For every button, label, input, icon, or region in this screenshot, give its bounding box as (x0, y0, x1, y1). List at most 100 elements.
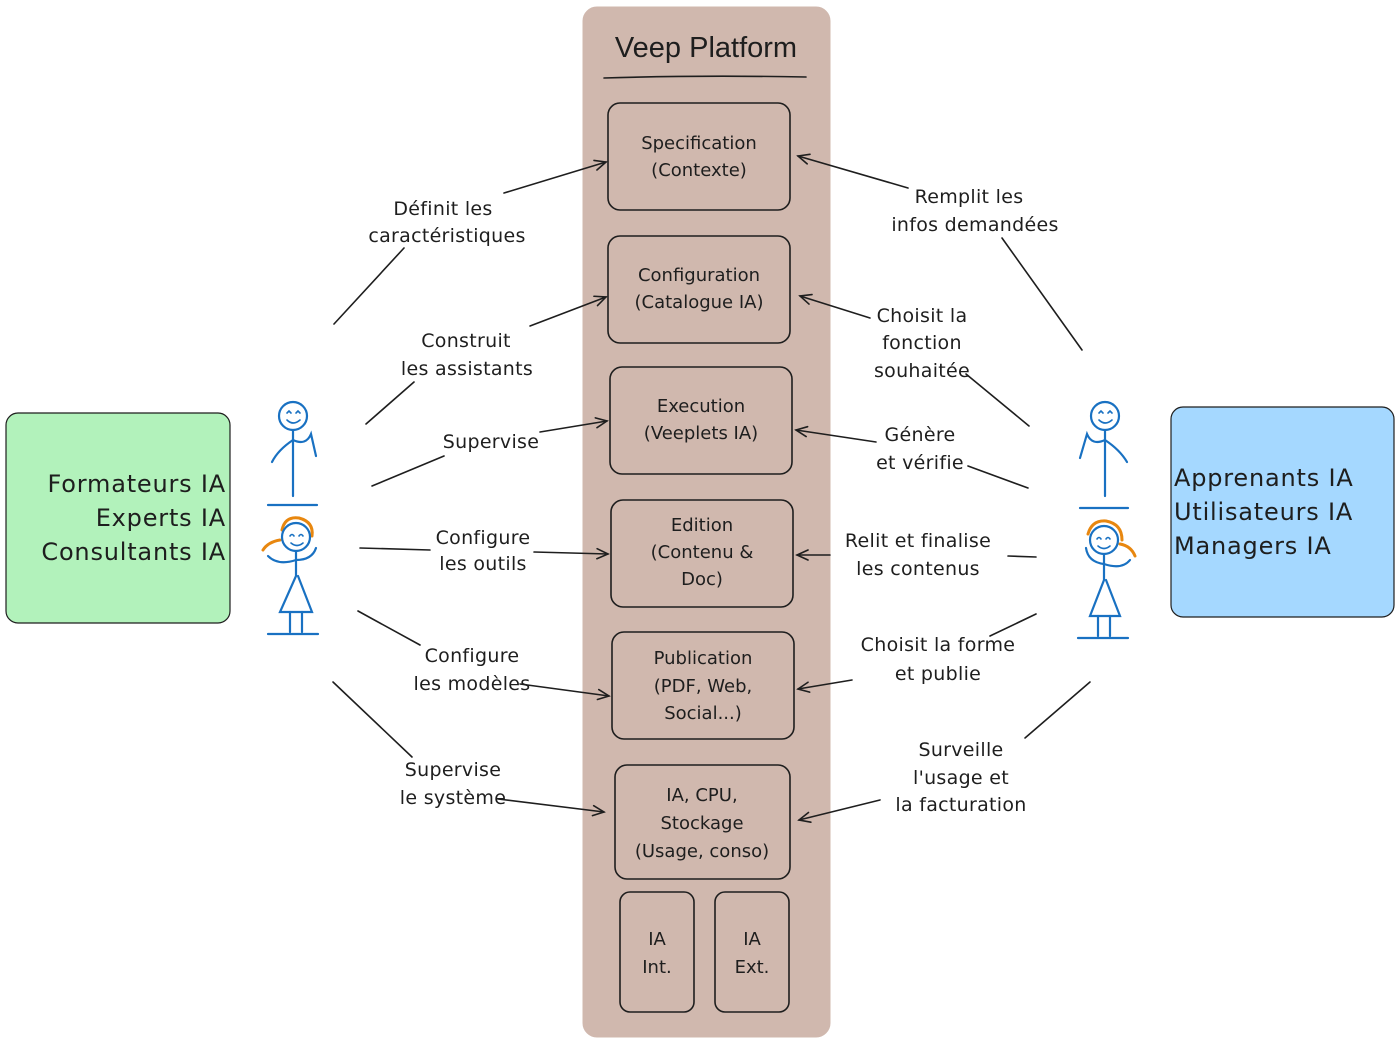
right-group-line3: Managers IA (1174, 532, 1332, 560)
box-edition-line1: Edition (671, 515, 733, 536)
box-execution-line2: (Veeplets IA) (644, 423, 758, 444)
box-publication[interactable]: Publication (PDF, Web, Social...) (611, 631, 795, 740)
right-connector-1 (1001, 237, 1083, 351)
right-connector-2 (965, 373, 1030, 427)
box-specification-line1: Specification (641, 133, 757, 154)
right-connector-5 (989, 613, 1037, 637)
left-label-6-line2: le système (400, 787, 506, 809)
box-resources-line1: IA, CPU, (666, 785, 737, 806)
right-connector-4 (1007, 555, 1037, 558)
box-execution[interactable]: Execution (Veeplets IA) (609, 366, 793, 475)
left-connector-3-arrow (539, 417, 609, 433)
box-ia-int-line1: IA (648, 929, 666, 950)
left-label-1: Définit les caractéristiques (368, 198, 525, 247)
left-connector-3 (371, 455, 445, 487)
left-label-5-line2: les modèles (414, 673, 531, 695)
right-connector-1-arrow (796, 153, 909, 189)
left-connector-2 (365, 381, 415, 425)
right-connector-2-arrow (798, 293, 871, 319)
box-ia-ext-line1: IA (743, 929, 761, 950)
right-connector-5-arrow (796, 679, 853, 693)
right-label-2-line2: fonction (882, 332, 962, 354)
right-label-6: Surveille l'usage et la facturation (895, 739, 1026, 816)
left-label-2-line2: les assistants (401, 358, 533, 380)
right-label-4-line2: les contenus (856, 558, 980, 580)
box-specification[interactable]: Specification (Contexte) (607, 102, 791, 211)
box-ia-ext-line2: Ext. (735, 957, 770, 978)
right-group-box[interactable]: Apprenants IA Utilisateurs IA Managers I… (1170, 406, 1395, 618)
box-edition[interactable]: Edition (Contenu & Doc) (610, 499, 794, 608)
right-label-5-line1: Choisit la forme (861, 634, 1016, 656)
right-female-figure-icon (1076, 519, 1137, 640)
left-group-box[interactable]: Formateurs IA Experts IA Consultants IA (5, 412, 231, 624)
right-group-line1: Apprenants IA (1174, 464, 1354, 492)
box-publication-line2: (PDF, Web, (654, 676, 753, 697)
left-group-line3: Consultants IA (41, 538, 226, 566)
left-connector-6 (332, 681, 413, 758)
right-label-5: Choisit la forme et publie (861, 634, 1016, 685)
left-label-6: Supervise le système (400, 759, 506, 809)
right-label-1-line2: infos demandées (891, 214, 1058, 236)
left-connector-2-arrow (529, 295, 608, 327)
right-male-figure-icon (1078, 400, 1130, 510)
left-label-4-line2: les outils (439, 553, 526, 575)
left-label-3: Supervise (443, 431, 539, 453)
right-label-6-line1: Surveille (918, 739, 1003, 761)
platform-column (582, 6, 831, 1038)
left-label-4-line1: Configure (436, 527, 531, 549)
right-group-line2: Utilisateurs IA (1174, 498, 1353, 526)
right-label-3: Génère et vérifie (876, 424, 964, 474)
box-configuration-line2: (Catalogue IA) (635, 292, 764, 313)
left-female-figure-icon (261, 516, 320, 636)
left-male-figure-icon (266, 400, 319, 507)
box-configuration[interactable]: Configuration (Catalogue IA) (607, 235, 791, 344)
left-connector-1 (333, 247, 405, 325)
left-label-5: Configure les modèles (414, 645, 531, 695)
left-connector-5 (357, 610, 421, 646)
box-resources-line2: Stockage (660, 813, 743, 834)
right-connector-6 (1024, 681, 1091, 739)
left-label-1-line2: caractéristiques (368, 225, 525, 247)
right-label-3-line1: Génère (884, 424, 955, 446)
right-label-4: Relit et finalise les contenus (845, 530, 991, 580)
right-label-4-line1: Relit et finalise (845, 530, 991, 552)
left-label-3-line1: Supervise (443, 431, 539, 453)
left-label-2-line1: Construit (421, 330, 511, 352)
box-resources-line3: (Usage, conso) (635, 841, 769, 862)
right-label-6-line3: la facturation (895, 794, 1026, 816)
left-connector-5-arrow (519, 683, 611, 701)
right-label-2-line1: Choisit la (877, 305, 968, 327)
box-publication-line3: Social...) (664, 703, 742, 724)
box-specification-line2: (Contexte) (651, 160, 747, 181)
right-label-5-line2: et publie (895, 663, 981, 685)
left-connector-4-arrow (533, 547, 610, 560)
left-group-line2: Experts IA (96, 504, 226, 532)
box-ia-ext[interactable]: IA Ext. (714, 891, 790, 1013)
left-group-line1: Formateurs IA (48, 470, 226, 498)
left-connector-4 (359, 547, 431, 551)
box-edition-line2: (Contenu & (651, 542, 754, 563)
right-connector-3 (967, 465, 1029, 489)
box-edition-line3: Doc) (681, 569, 723, 590)
right-label-2: Choisit la fonction souhaitée (874, 305, 970, 382)
left-label-1-line1: Définit les (393, 198, 492, 220)
box-publication-line1: Publication (654, 648, 753, 669)
box-execution-line1: Execution (657, 396, 745, 417)
box-ia-int[interactable]: IA Int. (619, 891, 695, 1013)
left-connector-1-arrow (503, 159, 608, 194)
right-label-1-line1: Remplit les (915, 186, 1024, 208)
right-label-1: Remplit les infos demandées (891, 186, 1058, 236)
box-resources[interactable]: IA, CPU, Stockage (Usage, conso) (614, 764, 791, 880)
left-label-5-line1: Configure (425, 645, 520, 667)
right-label-2-line3: souhaitée (874, 360, 970, 382)
right-connector-3-arrow (794, 425, 877, 443)
left-connector-6-arrow (497, 798, 606, 817)
right-label-3-line2: et vérifie (876, 452, 964, 474)
left-label-4: Configure les outils (436, 527, 531, 575)
left-label-2: Construit les assistants (401, 330, 533, 380)
right-connector-6-arrow (797, 799, 881, 824)
platform-title: Veep Platform (615, 32, 797, 64)
left-label-6-line1: Supervise (405, 759, 501, 781)
platform-title-underline (603, 75, 807, 79)
